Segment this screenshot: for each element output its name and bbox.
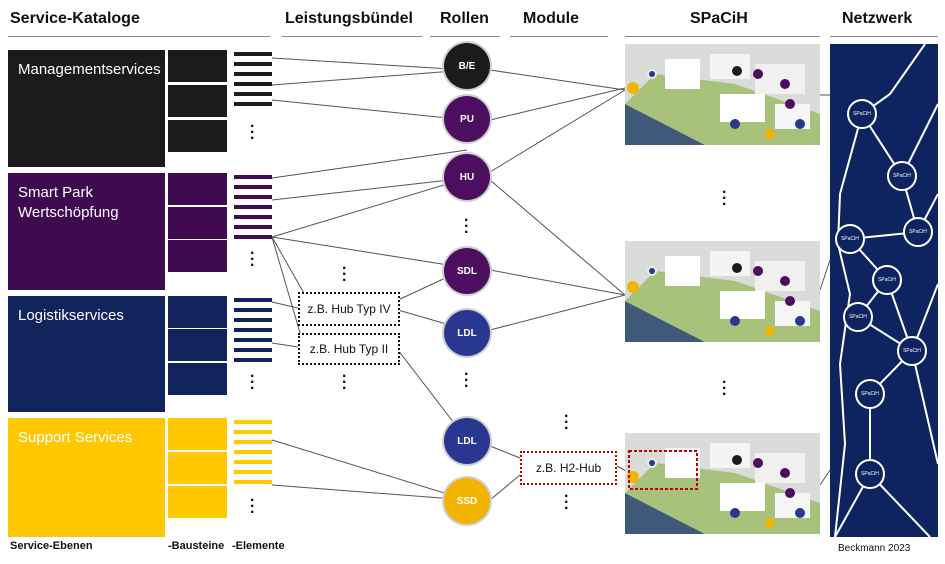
catalog-management: Managementservices xyxy=(8,50,165,167)
ellipsis-dots: ... xyxy=(722,370,727,399)
catalog-label: Managementservices xyxy=(18,61,161,78)
catalog-smart-park: Smart Park Wertschöpfung xyxy=(8,173,165,290)
network-node: SPaCiH xyxy=(855,459,885,489)
bundle-hub-typ-ii: z.B. Hub Typ II xyxy=(298,333,400,365)
building-block xyxy=(168,486,227,518)
header-underline xyxy=(282,36,422,37)
building-block xyxy=(168,120,227,152)
role-ldl-2: LDL xyxy=(444,418,490,464)
network-panel: SPaCiH SPaCiH SPaCiH SPaCiH SPaCiH SPaCi… xyxy=(830,44,938,537)
network-node: SPaCiH xyxy=(855,379,885,409)
building-block xyxy=(168,452,227,484)
header-modules: Module xyxy=(523,10,579,27)
element-bar xyxy=(234,235,272,239)
element-bar xyxy=(234,308,272,312)
header-underline xyxy=(625,36,820,37)
element-bar xyxy=(234,480,272,484)
network-node: SPaCiH xyxy=(903,217,933,247)
network-node: SPaCiH xyxy=(843,302,873,332)
building-block xyxy=(168,173,227,205)
bundle-hub-typ-iv: z.B. Hub Typ IV xyxy=(298,292,400,326)
element-bar xyxy=(234,205,272,209)
role-pu: PU xyxy=(444,96,490,142)
element-bar xyxy=(234,215,272,219)
header-bundles: Leistungsbündel xyxy=(285,10,413,27)
building-block xyxy=(168,240,227,272)
element-bar xyxy=(234,460,272,464)
element-bar xyxy=(234,195,272,199)
header-underline xyxy=(8,36,270,37)
footer-credit: Beckmann 2023 xyxy=(838,543,911,554)
element-bar xyxy=(234,440,272,444)
ellipsis-dots: ... xyxy=(564,404,569,433)
element-bar xyxy=(234,338,272,342)
ellipsis-dots: ... xyxy=(250,114,255,143)
module-h2-hub: z.B. H2-Hub xyxy=(520,451,617,485)
catalog-label: Support Services xyxy=(18,429,133,446)
building-block xyxy=(168,329,227,361)
ellipsis-dots: ... xyxy=(464,362,469,391)
element-bar xyxy=(234,102,272,106)
footer-blocks: -Bausteine xyxy=(168,540,225,552)
header-network: Netzwerk xyxy=(842,10,913,27)
ellipsis-dots: ... xyxy=(342,256,347,285)
role-be: B/E xyxy=(444,43,490,89)
element-bar xyxy=(234,175,272,179)
element-bar xyxy=(234,72,272,76)
element-bar xyxy=(234,430,272,434)
building-block xyxy=(168,418,227,450)
ellipsis-dots: ... xyxy=(564,484,569,513)
element-bar xyxy=(234,52,272,56)
catalog-support: Support Services xyxy=(8,418,165,537)
park-image xyxy=(625,241,820,342)
network-node: SPaCiH xyxy=(847,99,877,129)
ellipsis-dots: ... xyxy=(464,208,469,237)
network-node: SPaCiH xyxy=(835,224,865,254)
building-block xyxy=(168,296,227,328)
element-bar xyxy=(234,358,272,362)
header-roles: Rollen xyxy=(440,10,489,27)
role-sdl: SDL xyxy=(444,248,490,294)
catalog-logistics: Logistikservices xyxy=(8,296,165,412)
header-underline xyxy=(510,36,608,37)
network-node: SPaCiH xyxy=(887,161,917,191)
ellipsis-dots: ... xyxy=(250,241,255,270)
building-block xyxy=(168,85,227,117)
park-image xyxy=(625,433,820,534)
role-ssd: SSD xyxy=(444,478,490,524)
element-bar xyxy=(234,348,272,352)
footer-service-levels: Service-Ebenen xyxy=(10,540,93,552)
element-bar xyxy=(234,225,272,229)
role-ldl: LDL xyxy=(444,310,490,356)
header-spacih: SPaCiH xyxy=(690,10,748,27)
header-service-catalogs: Service-Kataloge xyxy=(10,10,140,27)
element-bar xyxy=(234,328,272,332)
building-block xyxy=(168,207,227,239)
element-bar xyxy=(234,82,272,86)
building-block xyxy=(168,363,227,395)
element-bar xyxy=(234,92,272,96)
ellipsis-dots: ... xyxy=(722,180,727,209)
network-node: SPaCiH xyxy=(897,336,927,366)
header-underline xyxy=(430,36,500,37)
role-hu: HU xyxy=(444,154,490,200)
catalog-label: Smart Park Wertschöpfung xyxy=(18,184,119,221)
ellipsis-dots: ... xyxy=(250,364,255,393)
element-bar xyxy=(234,318,272,322)
element-bar xyxy=(234,420,272,424)
element-bar xyxy=(234,470,272,474)
element-bar xyxy=(234,62,272,66)
building-block xyxy=(168,50,227,82)
ellipsis-dots: ... xyxy=(342,364,347,393)
element-bar xyxy=(234,450,272,454)
ellipsis-dots: ... xyxy=(250,488,255,517)
header-underline xyxy=(830,36,938,37)
catalog-label: Logistikservices xyxy=(18,307,124,324)
park-image xyxy=(625,44,820,145)
element-bar xyxy=(234,298,272,302)
element-bar xyxy=(234,185,272,189)
network-node: SPaCiH xyxy=(872,265,902,295)
footer-elements: -Elemente xyxy=(232,540,285,552)
